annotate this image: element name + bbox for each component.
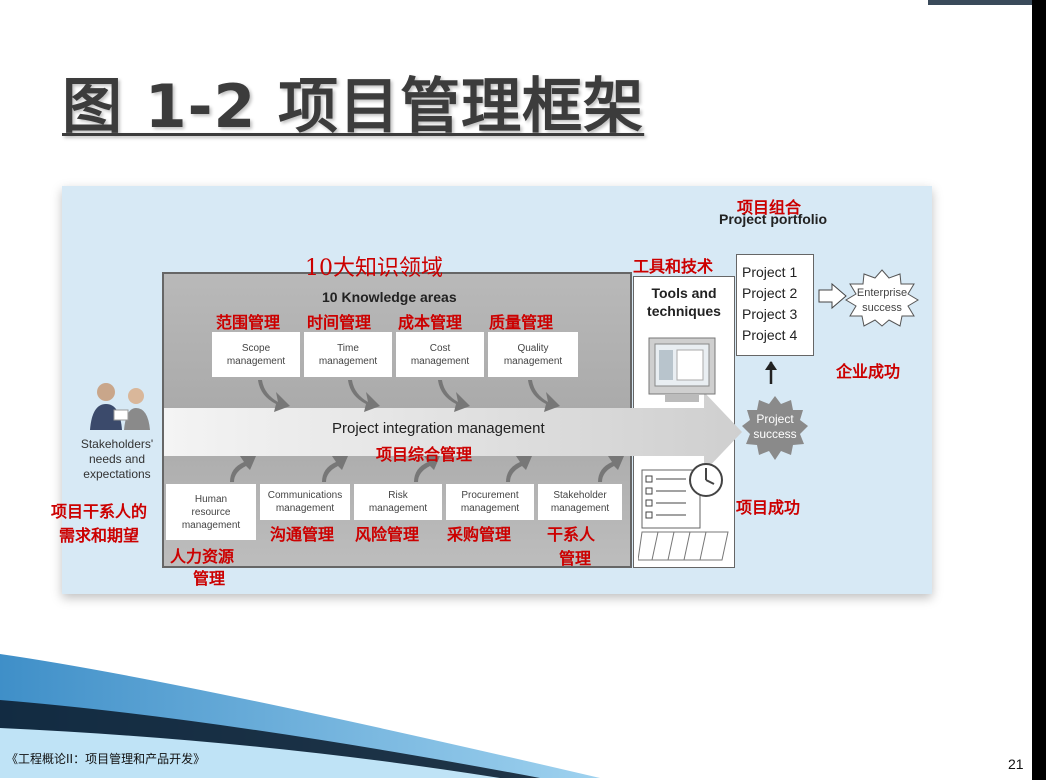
risk-cn: 风险管理	[355, 525, 420, 544]
slide-title: 图 1-2 项目管理框架	[62, 72, 645, 142]
procurement-line1: Procurement	[461, 490, 519, 501]
hr-cn-2: 管理	[193, 569, 226, 588]
time-line2: management	[318, 355, 378, 367]
enterprise-cn: 企业成功	[836, 362, 901, 381]
comm-line1: Communications	[267, 490, 343, 501]
enterprise-en-line2: success	[862, 302, 902, 314]
enterprise-en-line1: Enterprise	[856, 287, 908, 299]
up-arrow-icon	[765, 361, 777, 384]
stakeholder-cn: 干系人	[547, 525, 596, 544]
project-1: Project 1	[742, 264, 798, 280]
tools-en-line2: techniques	[647, 303, 721, 319]
project-2: Project 2	[742, 285, 798, 301]
quality-line2: management	[503, 355, 563, 367]
computer-icon	[648, 337, 716, 402]
knowledge-areas-en: 10 Knowledge areas	[322, 289, 457, 305]
stakeholder-line2: management	[550, 503, 610, 514]
scope-cn: 范围管理	[216, 313, 281, 332]
quality-line1: Quality	[517, 342, 549, 354]
hr-management-box: Human resource management	[166, 484, 256, 540]
stakeholders-cn-line1: 项目干系人的	[50, 502, 147, 521]
hr-line3: management	[181, 519, 241, 531]
flow-arrows	[230, 380, 624, 482]
scope-line2: management	[226, 355, 286, 367]
decorative-swoosh	[0, 654, 600, 778]
stakeholder-cn-2: 管理	[559, 549, 592, 568]
up-arrow-3	[414, 456, 440, 482]
time-cn: 时间管理	[307, 313, 372, 332]
integration-arrow	[164, 392, 742, 472]
cost-management-box: Cost management	[396, 332, 484, 377]
tools-en-line1: Tools and	[651, 285, 717, 301]
checklist-clock-icon	[638, 463, 729, 561]
integration-cn: 项目综合管理	[376, 445, 473, 464]
project-4: Project 4	[742, 327, 798, 343]
quality-cn: 质量管理	[489, 313, 554, 332]
page-number: 21	[1008, 756, 1024, 772]
project-success-en-line2: success	[753, 427, 797, 441]
project-success-cn: 项目成功	[736, 498, 801, 517]
quality-management-box: Quality management	[488, 332, 578, 377]
cost-line2: management	[410, 355, 470, 367]
stakeholder-management-box: Stakeholder management	[538, 484, 622, 520]
project-success-starburst	[742, 396, 808, 460]
right-edge-bar	[1032, 0, 1046, 780]
tools-cn: 工具和技术	[633, 257, 714, 276]
project-success-en: Project success	[744, 412, 806, 442]
knowledge-areas-cn: 10大知识领域	[305, 256, 443, 281]
time-line1: Time	[337, 342, 359, 354]
portfolio-cn: 项目组合	[737, 198, 802, 217]
up-arrow-1	[230, 456, 256, 482]
portfolio-box	[736, 254, 814, 356]
cost-cn: 成本管理	[398, 313, 463, 332]
down-arrow-3	[438, 380, 470, 412]
comm-line2: management	[275, 503, 335, 514]
tools-en: Tools and techniques	[640, 284, 728, 320]
up-arrow-5	[598, 456, 624, 482]
communications-cn: 沟通管理	[270, 525, 335, 544]
footer-text: 《工程概论II：项目管理和产品开发》	[6, 752, 206, 766]
stakeholders-en-line3: expectations	[83, 467, 151, 481]
portfolio-en: Project portfolio	[719, 211, 828, 227]
enterprise-en: Enterprise success	[850, 286, 914, 316]
stakeholders-people-icon	[90, 383, 150, 430]
risk-line1: Risk	[388, 490, 408, 501]
enterprise-arrow-icon	[818, 282, 847, 310]
cost-line1: Cost	[429, 342, 451, 354]
stakeholders-en: Stakeholders' needs and expectations	[70, 437, 164, 482]
time-management-box: Time management	[304, 332, 392, 377]
enterprise-success-starburst	[845, 269, 919, 327]
stakeholders-cn-line2: 需求和期望	[58, 526, 139, 545]
hr-cn-1: 人力资源	[170, 547, 235, 566]
project-3: Project 3	[742, 306, 798, 322]
up-arrow-4	[506, 456, 532, 482]
procurement-management-box: Procurement management	[446, 484, 534, 520]
scope-line1: Scope	[241, 342, 271, 354]
procurement-cn: 采购管理	[447, 525, 512, 544]
hr-line2: resource	[191, 506, 231, 518]
stakeholder-line1: Stakeholder	[553, 490, 607, 501]
stakeholders-cn: 项目干系人的 需求和期望	[38, 500, 160, 548]
down-arrow-1	[258, 380, 290, 412]
project-list: Project 1 Project 2 Project 3 Project 4	[742, 262, 797, 346]
integration-en: Project integration management	[332, 420, 545, 437]
top-accent-line	[928, 0, 1032, 5]
risk-management-box: Risk management	[354, 484, 442, 520]
communications-management-box: Communications management	[260, 484, 350, 520]
stakeholders-en-line2: needs and	[88, 452, 146, 466]
down-arrow-2	[348, 380, 380, 412]
down-arrow-4	[528, 380, 560, 412]
stakeholders-en-line1: Stakeholders'	[80, 437, 154, 451]
scope-management-box: Scope management	[212, 332, 300, 377]
risk-line2: management	[368, 503, 428, 514]
up-arrow-2	[322, 456, 348, 482]
project-success-en-line1: Project	[756, 412, 794, 426]
procurement-line2: management	[460, 503, 520, 514]
hr-line1: Human	[194, 493, 228, 505]
